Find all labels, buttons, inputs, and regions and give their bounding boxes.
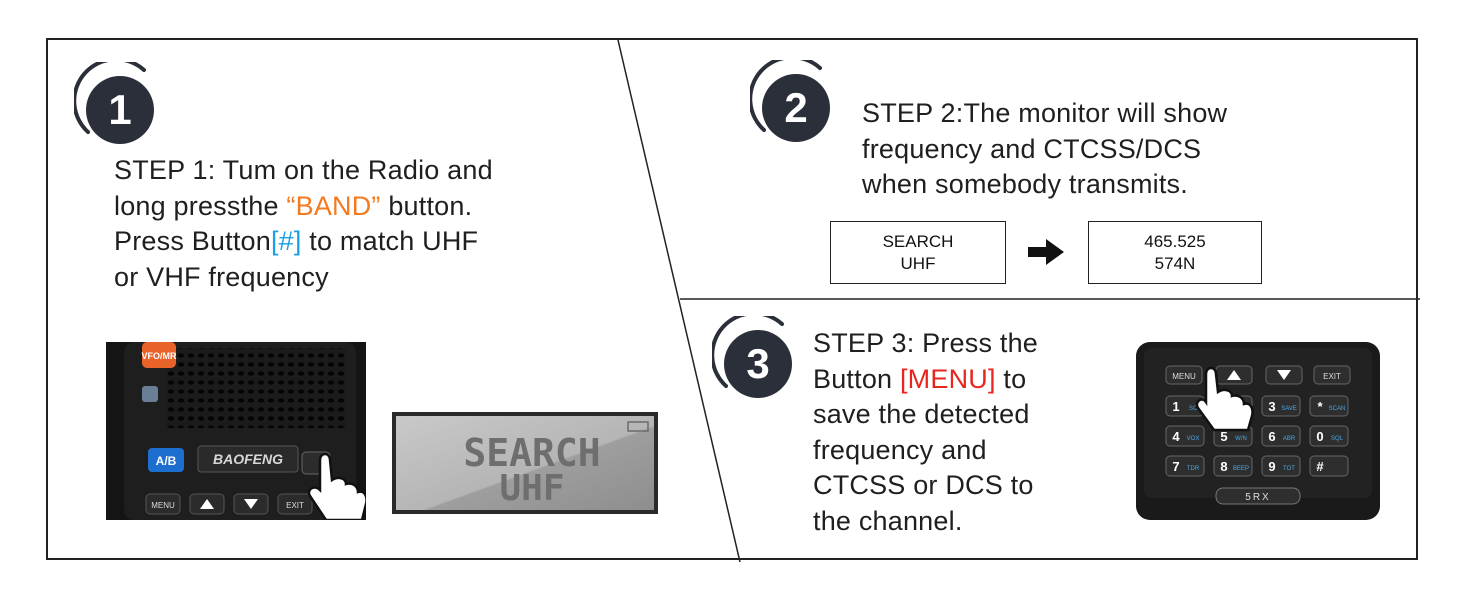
keypad-key-number: 4	[1172, 429, 1180, 444]
keypad-key-function: VOX	[1187, 436, 1200, 442]
keypad-key: 4 VOX	[1165, 425, 1205, 447]
keypad-key: 0 SQL	[1309, 425, 1349, 447]
keypad-key-number: 3	[1268, 399, 1275, 414]
keypad-key: 6 ABR	[1261, 425, 1301, 447]
brand-label: BAOFENG	[213, 451, 283, 467]
lcd-line1: SEARCH	[463, 431, 600, 475]
keypad-key: 8 BEEP	[1213, 455, 1253, 477]
step2-line1: STEP 2:The monitor will show	[862, 98, 1228, 128]
keypad-key: 3 SAVE	[1261, 395, 1301, 417]
exit-label: EXIT	[286, 501, 304, 510]
step2-line2: frequency and CTCSS/DCS	[862, 133, 1202, 164]
keypad-key-number: 7	[1172, 459, 1179, 474]
keypad-key-number: 5	[1220, 429, 1227, 444]
step3-text: STEP 3: Press the Button [MENU] to save …	[813, 326, 1038, 539]
keypad-key-function: TOT	[1283, 466, 1295, 472]
step3-line3: save the detected	[813, 399, 1030, 429]
keypad-key: 7 TDR	[1165, 455, 1205, 477]
step1-number-badge: 1	[74, 62, 154, 144]
keypad-key-number: 8	[1220, 459, 1227, 474]
keypad-key-function: SC	[1189, 406, 1198, 412]
hash-highlight: [#]	[270, 226, 302, 256]
keypad-key-function: SAVE	[1281, 406, 1297, 412]
keypad-key-function: BEEP	[1233, 466, 1249, 472]
keypad-key-number: *	[1317, 399, 1323, 414]
step1-number: 1	[108, 86, 131, 133]
step1-line1: STEP 1: Tum on the Radio and	[114, 155, 493, 185]
step1-text: STEP 1: Tum on the Radio and long presst…	[114, 153, 493, 295]
model-label: 5RX	[1245, 492, 1270, 503]
step3-line1: STEP 3: Press the	[813, 328, 1039, 358]
ab-label: A/B	[156, 454, 177, 468]
step3-number: 3	[746, 340, 769, 387]
instruction-panel: 1 STEP 1: Tum on the Radio and long pres…	[46, 38, 1420, 562]
step2-text: STEP 2:The monitor will show frequency a…	[862, 96, 1227, 203]
step2-line3: when somebody transmits.	[862, 169, 1188, 199]
keypad-key-function: TDR	[1187, 466, 1200, 472]
band-highlight: “BAND”	[286, 190, 381, 221]
keypad-key-function: ABR	[1283, 436, 1296, 442]
lcd-screen: SEARCH UHF	[392, 412, 658, 514]
keypad-key-number: 6	[1268, 429, 1275, 444]
keypad-menu-label: MENU	[1172, 372, 1196, 381]
keypad-key-function: SCAN	[1329, 406, 1346, 412]
keypad-key: * SCAN	[1309, 395, 1349, 417]
keypad-key-function: SQL	[1331, 436, 1344, 442]
step1-line2: long pressthe “BAND” button.	[114, 190, 473, 221]
keypad-photo: MENU EXIT 1SC23SAVE*SCAN4VOX5W/N6ABR0SQL…	[1136, 342, 1380, 520]
step3-number-badge: 3	[712, 316, 792, 398]
menu-label: MENU	[151, 501, 175, 510]
frequency-box: 465.525 574N	[1088, 221, 1262, 284]
radio-photo: VFO/MR A/B BAOFENG MENU EXIT	[106, 342, 366, 520]
step1-line4: or VHF frequency	[114, 261, 329, 292]
lcd-line2: UHF	[499, 468, 564, 509]
step3-line2: Button [MENU] to	[813, 363, 1027, 394]
vfo-label: VFO/MR	[142, 351, 177, 361]
keypad-key-number: 0	[1316, 429, 1323, 444]
keypad-key-function: W/N	[1235, 436, 1247, 442]
keypad-key-number: #	[1316, 459, 1324, 474]
menu-highlight: [MENU]	[899, 363, 996, 394]
arrow-right-icon	[1028, 239, 1064, 265]
step3-line4: frequency and	[813, 434, 987, 465]
step2-number-badge: 2	[750, 60, 830, 142]
pointing-hand-icon	[307, 452, 366, 520]
step3-line6: the channel.	[813, 505, 963, 536]
keypad-key-number: 9	[1268, 459, 1275, 474]
step2-number: 2	[784, 84, 807, 131]
pointing-hand-icon	[1195, 366, 1254, 432]
step3-line5: CTCSS or DCS to	[813, 470, 1034, 500]
keypad-key: 9 TOT	[1261, 455, 1301, 477]
step1-line3: Press Button[#] to match UHF	[114, 226, 479, 256]
panel-dividers	[617, 40, 1420, 562]
keypad-exit-label: EXIT	[1323, 372, 1341, 381]
search-uhf-box: SEARCH UHF	[830, 221, 1006, 284]
keypad-key: #	[1309, 455, 1349, 477]
keypad-key-number: 1	[1172, 399, 1179, 414]
